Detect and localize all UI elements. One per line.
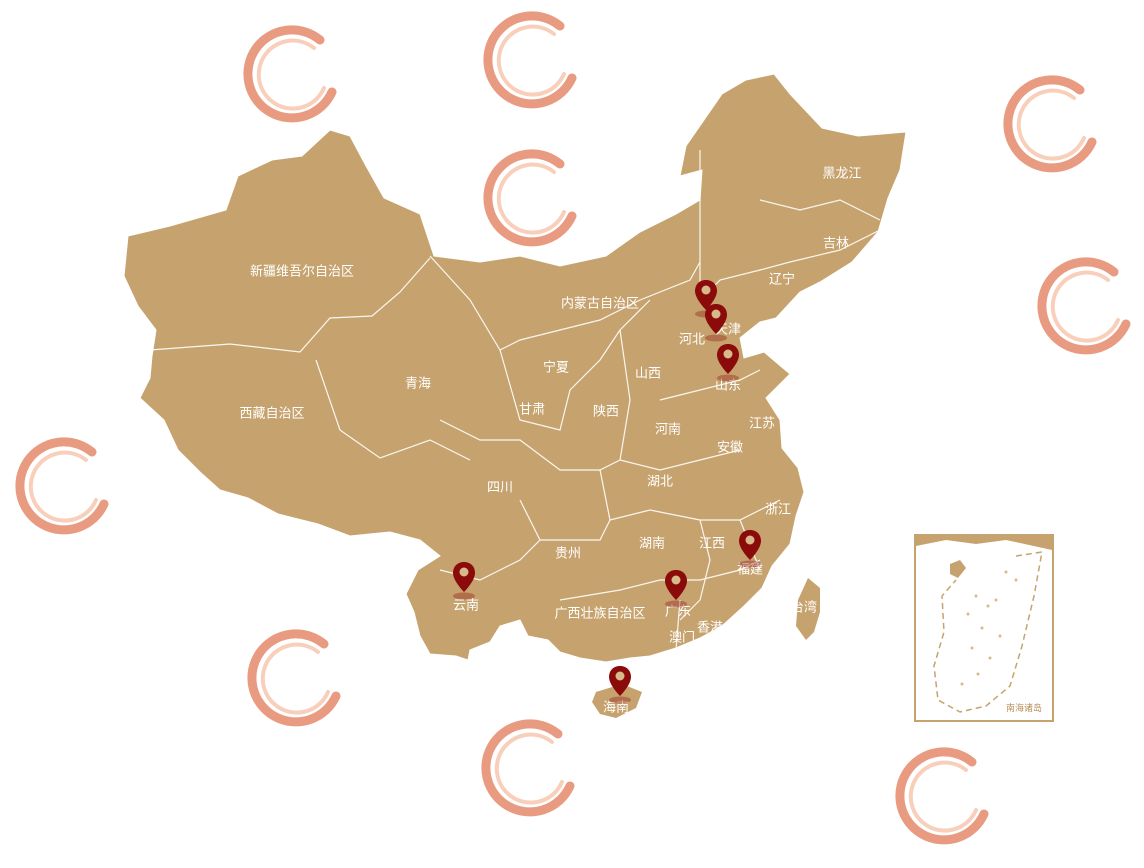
map-pin-hainan[interactable] (607, 664, 633, 704)
map-pin-tianjin[interactable] (703, 302, 729, 342)
ring-decoration (232, 622, 352, 742)
map-pin-icon (453, 562, 475, 600)
map-pin-shandong[interactable] (715, 342, 741, 382)
ring-decoration (988, 68, 1108, 188)
ring-decoration (468, 4, 588, 124)
ring-decoration (880, 740, 1000, 860)
south-china-sea-inset: 南海诸岛 (914, 534, 1054, 722)
map-pin-yunnan[interactable] (451, 560, 477, 600)
inset-map (916, 536, 1052, 713)
ring-decoration (466, 712, 586, 832)
ring-decoration (0, 430, 120, 550)
map-pin-icon (609, 666, 631, 704)
ring-decoration (468, 142, 588, 262)
map-pin-icon (739, 530, 761, 568)
map-pin-icon (717, 344, 739, 382)
map-pin-fujian[interactable] (737, 528, 763, 568)
ring-decoration (228, 18, 348, 138)
map-pin-icon (705, 304, 727, 342)
ring-decoration (1022, 250, 1142, 370)
taiwan-shape (796, 578, 820, 640)
hainan-shape (592, 684, 642, 718)
mainland-shape (123, 73, 907, 663)
map-pin-icon (665, 570, 687, 608)
inset-label: 南海诸岛 (1005, 704, 1042, 714)
map-pin-guangdong[interactable] (663, 568, 689, 608)
